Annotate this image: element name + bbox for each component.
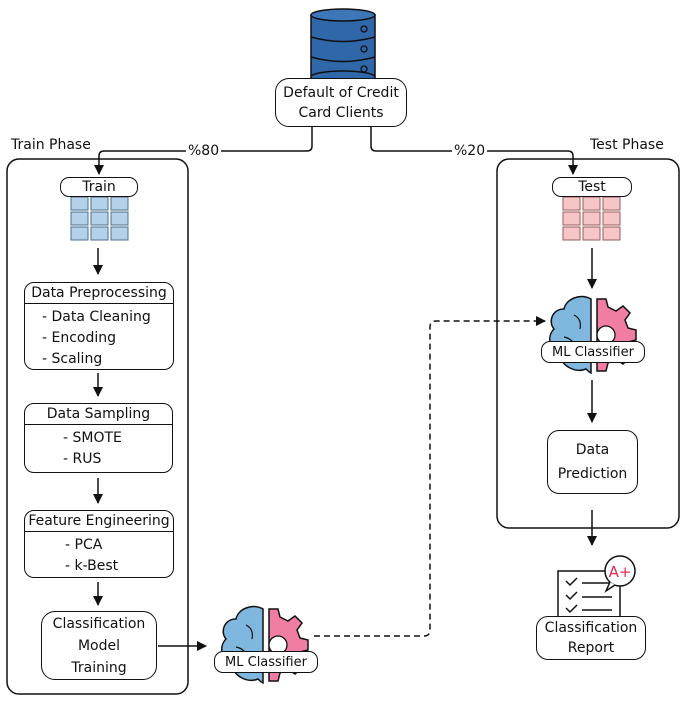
- source-line-1: Default of Credit: [283, 84, 399, 101]
- grade-text: A+: [609, 563, 632, 581]
- preprocessing-item: - Scaling: [42, 350, 103, 367]
- test-split-label: %20: [452, 143, 488, 159]
- training-line-2: Model: [77, 637, 121, 654]
- grade-bubble-icon: A+: [604, 555, 636, 594]
- classification-report-box: Classification Report: [536, 616, 646, 660]
- data-preprocessing-box: Data Preprocessing - Data Cleaning - Enc…: [24, 282, 174, 370]
- sampling-item: - SMOTE: [63, 429, 122, 446]
- feature-engineering-box: Feature Engineering - PCA - k-Best: [24, 510, 174, 578]
- report-line-1: Classification: [544, 620, 638, 636]
- database-icon: [310, 8, 376, 84]
- test-phase-container: [496, 158, 680, 529]
- source-line-2: Card Clients: [298, 104, 384, 121]
- report-line-2: Report: [567, 640, 615, 656]
- training-line-3: Training: [71, 659, 127, 676]
- data-sampling-box: Data Sampling - SMOTE - RUS: [24, 403, 173, 473]
- train-label-box: Train: [60, 177, 138, 197]
- test-data-grid-icon: [562, 196, 621, 241]
- preprocessing-item: - Encoding: [42, 329, 117, 346]
- sampling-item: - RUS: [63, 450, 102, 467]
- preprocessing-item: - Data Cleaning: [42, 308, 151, 325]
- feature-engineering-title: Feature Engineering: [25, 511, 173, 532]
- data-prediction-box: Data Prediction: [547, 430, 638, 494]
- model-training-box: Classification Model Training: [41, 611, 157, 680]
- train-phase-label: Train Phase: [11, 137, 91, 153]
- train-data-grid-icon: [70, 196, 129, 241]
- prediction-line-1: Data: [575, 442, 610, 458]
- ml-classifier-test-label: ML Classifier: [541, 341, 645, 363]
- dashed-arrow-model-transfer: [314, 316, 546, 637]
- test-phase-label: Test Phase: [590, 137, 664, 153]
- train-split-label: %80: [186, 143, 222, 159]
- feature-engineering-item: - PCA: [65, 536, 103, 553]
- train-phase-container: [6, 158, 189, 695]
- feature-engineering-item: - k-Best: [65, 557, 119, 574]
- source-dataset-box: Default of Credit Card Clients: [275, 78, 407, 127]
- data-sampling-title: Data Sampling: [25, 404, 172, 425]
- prediction-line-2: Prediction: [557, 466, 628, 482]
- data-preprocessing-title: Data Preprocessing: [25, 283, 173, 304]
- test-label-box: Test: [552, 177, 632, 197]
- training-line-1: Classification: [52, 615, 146, 632]
- ml-classifier-train-label: ML Classifier: [214, 651, 318, 673]
